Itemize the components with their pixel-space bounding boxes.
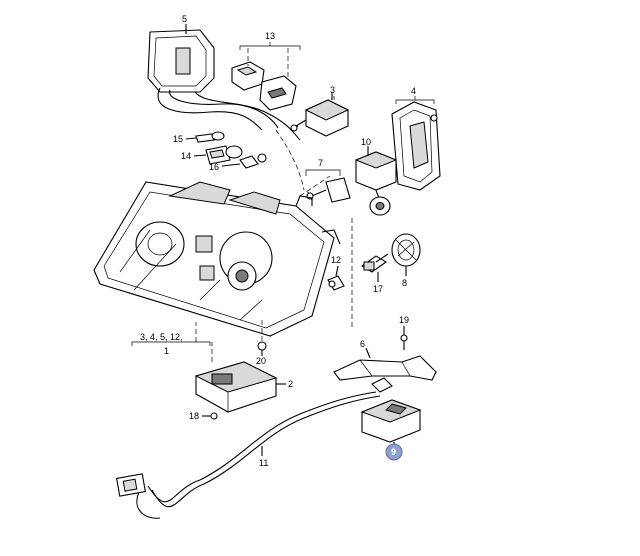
part-19-screw[interactable]: [400, 334, 408, 350]
part-16-bulb[interactable]: [239, 153, 267, 169]
bracket-1: [131, 341, 211, 346]
callout-8[interactable]: 8: [402, 278, 407, 288]
leader-7-to-housing: [299, 175, 331, 197]
leader-12: [335, 265, 339, 277]
part-20-screw[interactable]: [257, 341, 267, 356]
part-6-mounting-bracket[interactable]: [333, 355, 437, 381]
callout-12[interactable]: 12: [331, 255, 341, 265]
bracket-7: [305, 169, 341, 176]
callout-7[interactable]: 7: [318, 158, 323, 168]
part-9-control-module[interactable]: [360, 399, 422, 443]
callout-3[interactable]: 3: [330, 85, 335, 95]
callout-1-group[interactable]: 3, 4, 5, 12,: [140, 332, 183, 342]
callout-20[interactable]: 20: [256, 356, 266, 366]
part-1-headlight-housing[interactable]: [93, 181, 341, 337]
part-12-clip[interactable]: [327, 275, 345, 291]
leader-16: [221, 163, 241, 167]
callout-13[interactable]: 13: [265, 31, 275, 41]
callout-9-highlight: [385, 443, 403, 461]
callout-4[interactable]: 4: [411, 86, 416, 96]
callout-17[interactable]: 17: [373, 284, 383, 294]
callout-19[interactable]: 19: [399, 315, 409, 325]
callout-2[interactable]: 2: [288, 379, 293, 389]
callout-16[interactable]: 16: [209, 162, 219, 172]
leader-6: [365, 347, 371, 359]
callout-5[interactable]: 5: [182, 14, 187, 24]
callout-1[interactable]: 1: [164, 346, 169, 356]
leader-15: [185, 137, 197, 140]
bracket-13: [239, 45, 301, 50]
part-3-adjuster-motor[interactable]: [289, 99, 350, 137]
callout-14[interactable]: 14: [181, 151, 191, 161]
callout-9[interactable]: 9: [391, 447, 396, 457]
leader-14: [193, 154, 207, 157]
part-18-screw[interactable]: [210, 412, 218, 420]
callout-10[interactable]: 10: [361, 137, 371, 147]
part-10-ignitor[interactable]: [354, 151, 398, 216]
callout-18[interactable]: 18: [189, 411, 199, 421]
callout-11[interactable]: 11: [259, 458, 268, 468]
part-4-rear-cover[interactable]: [391, 101, 441, 191]
part-8-cap[interactable]: [391, 233, 421, 267]
part-14-bulb[interactable]: [205, 145, 243, 165]
callout-15[interactable]: 15: [173, 134, 183, 144]
part-13-connectors[interactable]: [231, 61, 297, 111]
part-15-bulb[interactable]: [195, 131, 225, 143]
part-2-control-unit[interactable]: [194, 361, 278, 413]
part-11-wiring-harness[interactable]: [115, 377, 393, 519]
part-7-bracket[interactable]: [306, 177, 351, 203]
callout-6[interactable]: 6: [360, 339, 365, 349]
leader-harness: [275, 129, 305, 191]
part-17-xenon-bulb[interactable]: [360, 253, 389, 273]
part-5-wiring-frame[interactable]: [147, 29, 301, 141]
